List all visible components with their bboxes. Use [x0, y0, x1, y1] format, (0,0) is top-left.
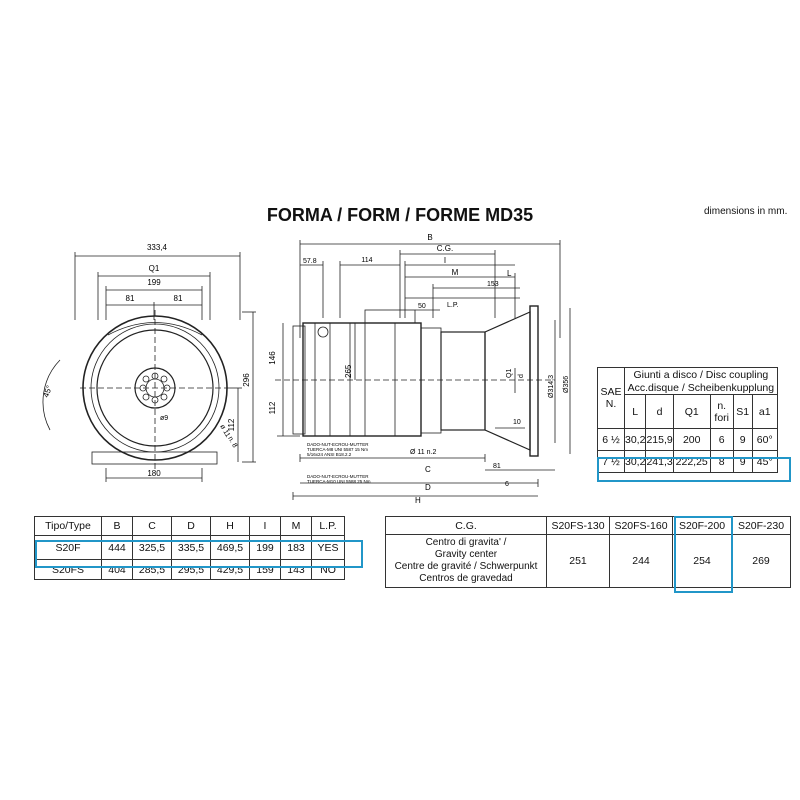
col-q1: Q1 — [672, 394, 711, 429]
cg-label-line: Centro di gravita' / — [425, 537, 507, 548]
cell: 30,2 — [623, 428, 647, 451]
dim-10: 10 — [513, 419, 521, 426]
cell: 215,9 — [645, 428, 674, 451]
cell: YES — [311, 535, 345, 560]
type-dimension-table: Tipo/Type B C D H I M L.P. S20F 444 325,… — [34, 516, 345, 580]
col-s20fs-130: S20FS-130 — [546, 516, 610, 535]
cg-value: 269 — [731, 534, 791, 588]
cg-label-line: Centre de gravité / Schwerpunkt — [394, 561, 538, 572]
dim-d: D — [425, 483, 431, 492]
cg-value: 254 — [672, 534, 732, 588]
dim-d-side: d — [518, 374, 525, 378]
dim-333-4: 333,4 — [147, 243, 168, 252]
disc-header-top: Giunti a disco / Disc coupling — [624, 367, 778, 381]
dim-11-n2: Ø 11 n.2 — [410, 449, 436, 456]
dim-146: 146 — [268, 351, 277, 365]
col-lp: L.P. — [311, 516, 345, 536]
cg-value: 251 — [546, 534, 610, 588]
dim-q1-side: Q1 — [506, 369, 513, 378]
dim-81-left: 81 — [126, 294, 135, 303]
dim-l: L — [507, 269, 512, 278]
gravity-center-table: C.G. S20FS-130 S20FS-160 S20F-200 S20F-2… — [385, 516, 791, 588]
cg-label-line: Gravity center — [434, 549, 498, 560]
cell: 6 ½ — [597, 428, 625, 451]
dim-angle: 45° — [41, 384, 54, 398]
dim-holes-count: n. 8 — [226, 436, 238, 450]
highlight-7half-row — [597, 457, 791, 482]
col-l: L — [623, 394, 647, 429]
dim-b: B — [427, 233, 432, 242]
col-s20f-230: S20F-230 — [731, 516, 791, 535]
col-i: I — [249, 516, 281, 536]
disc-header-mid: Acc.disque / Scheibenkupplung — [624, 381, 778, 395]
dim-6: 6 — [505, 481, 509, 488]
front-view-drawing: 333,4 Q1 199 81 81 296 112 180 45° ø9 ø … — [41, 243, 256, 482]
dim-112: 112 — [227, 418, 236, 431]
cg-row-label: Centro di gravita' / Gravity center Cent… — [385, 534, 547, 588]
cg-value: 244 — [609, 534, 673, 588]
dim-314: Ø314,3 — [548, 375, 555, 398]
cell: 45° — [751, 450, 778, 473]
dim-112-side: 112 — [268, 401, 277, 414]
cell: 200 — [672, 428, 711, 451]
nut-note-1b: TUERCA-M8 UNI 5587 15 Nm — [307, 447, 368, 452]
dim-m: M — [452, 268, 459, 277]
nut-note-2b: TUERCA-M10 UNI 5588 25 Nm — [307, 479, 371, 484]
col-n-fori: n. fori — [709, 394, 734, 429]
type-row: S20FS 404 285,5 295,5 429,5 159 143 NO — [34, 559, 345, 580]
dim-cg: C.G. — [437, 244, 453, 253]
dim-153: 153 — [487, 281, 499, 288]
dim-hole-9: ø9 — [160, 415, 168, 422]
dim-296: 296 — [242, 373, 251, 387]
cell: 60° — [751, 428, 778, 451]
dim-81: 81 — [493, 463, 501, 470]
highlight-s20f-200 — [674, 516, 733, 593]
disc-coupling-table: SAE N. Giunti a disco / Disc coupling Ac… — [597, 367, 778, 473]
col-h: H — [210, 516, 250, 536]
dim-57-8: 57.8 — [303, 258, 317, 265]
dim-114: 114 — [361, 257, 372, 264]
cell: 469,5 — [210, 535, 250, 560]
disc-row: 6 ½ 30,2 215,9 200 6 9 60° — [597, 428, 778, 451]
cell: 335,5 — [171, 535, 211, 560]
cell: S20F — [34, 535, 102, 560]
cg-label-line: Centros de gravedad — [419, 573, 513, 584]
nut-note-2a: DADO-NUT-ECROU-MUTTER — [307, 474, 369, 479]
col-c: C — [132, 516, 172, 536]
col-a1: a1 — [751, 394, 778, 429]
col-sae: SAE N. — [597, 367, 625, 429]
drawing-title: FORMA / FORM / FORME MD35 — [266, 205, 534, 225]
col-b: B — [101, 516, 133, 536]
dim-q1: Q1 — [149, 264, 160, 273]
dim-i: I — [444, 256, 446, 265]
dim-180: 180 — [147, 469, 161, 478]
dim-h: H — [415, 496, 421, 503]
nut-note-1c: 5/16x24 ANSI B18.2.2 — [307, 452, 352, 457]
dim-lp: L.P. — [447, 302, 459, 309]
type-row: S20F 444 325,5 335,5 469,5 199 183 YES — [34, 535, 345, 560]
dim-199: 199 — [147, 278, 161, 287]
units-note: dimensions in mm. — [704, 206, 788, 217]
dim-265: 265 — [344, 364, 353, 378]
disc-row: 7 ½ 30,2 241,3 222,25 8 9 45° — [597, 450, 778, 473]
dim-81-right: 81 — [174, 294, 183, 303]
col-d: d — [645, 394, 674, 429]
col-s20fs-160: S20FS-160 — [609, 516, 673, 535]
cell: 325,5 — [132, 535, 172, 560]
dim-c: C — [425, 465, 431, 474]
cell: 6 — [709, 428, 734, 451]
dim-50: 50 — [418, 303, 426, 310]
dim-356: Ø356 — [563, 376, 570, 393]
highlight-s20f-row — [35, 540, 363, 568]
col-s1: S1 — [732, 394, 753, 429]
cg-header: C.G. — [385, 516, 547, 535]
col-type: Tipo/Type — [34, 516, 102, 536]
col-m: M — [280, 516, 312, 536]
cell: 9 — [732, 428, 753, 451]
side-view-drawing: B C.G. 57.8 114 I M L 153 50 L.P. 146 11… — [268, 233, 571, 503]
nut-note-1a: DADO-NUT-ECROU-MUTTER — [307, 442, 369, 447]
col-d: D — [171, 516, 211, 536]
